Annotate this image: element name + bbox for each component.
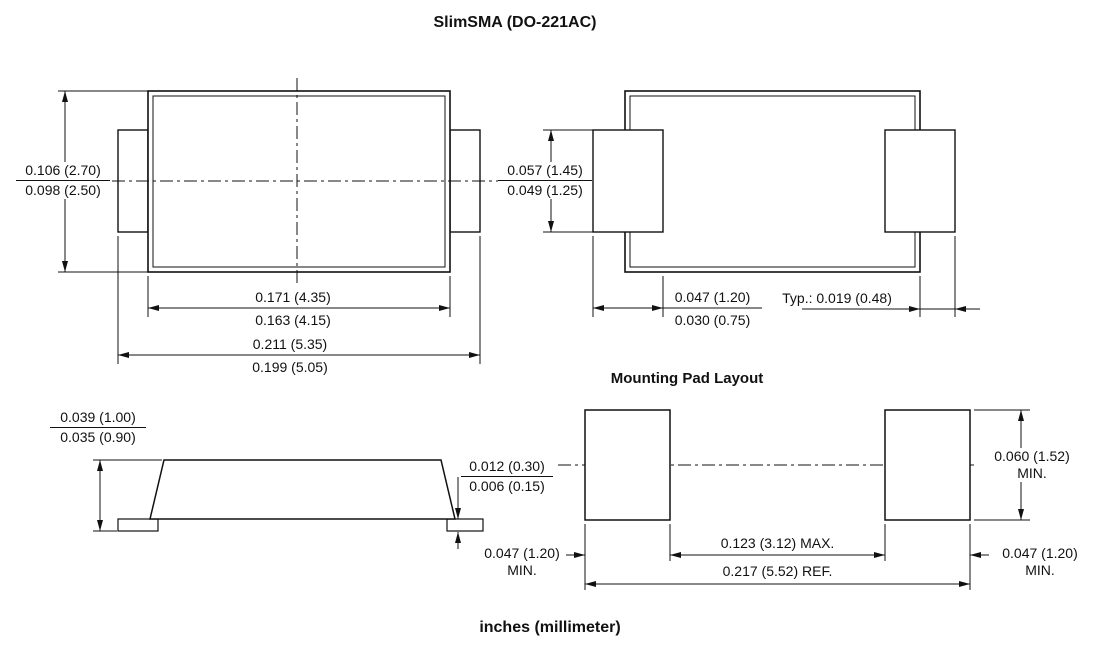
dim-pad-height: 0.057 (1.45) 0.049 (1.25): [498, 162, 592, 199]
dim-pad-layout-height-value: 0.060 (1.52): [994, 448, 1070, 464]
page-title: SlimSMA (DO-221AC): [433, 14, 597, 31]
terminal-view: [592, 90, 956, 273]
dim-pad-width-right-value: 0.047 (1.20): [1002, 545, 1078, 561]
dim-profile-height-max: 0.039 (1.00): [50, 409, 146, 428]
dim-profile-height-min: 0.035 (0.90): [60, 429, 136, 445]
dim-profile-height: 0.039 (1.00) 0.035 (0.90): [50, 409, 146, 446]
dim-pad-layout-height-qualifier: MIN.: [1017, 465, 1047, 481]
side-view: [117, 459, 484, 532]
top-view: [112, 78, 502, 286]
dim-body-edge-to-pad: Typ.: 0.019 (0.48): [782, 290, 892, 306]
units-caption: inches (millimeter): [479, 619, 621, 636]
dim-pad-outer-span: 0.217 (5.52) REF.: [722, 563, 833, 579]
dim-pad-height-max: 0.057 (1.45): [498, 162, 592, 181]
dim-pad-width-right: 0.047 (1.20) MIN.: [990, 545, 1090, 579]
dim-lead-thickness-min: 0.006 (0.15): [469, 478, 545, 494]
dim-terminal-width-min: 0.030 (0.75): [674, 312, 751, 328]
dim-body-width-max: 0.171 (4.35): [255, 289, 331, 305]
side-view-dimensions: [93, 459, 461, 549]
dim-pad-height-min: 0.049 (1.25): [507, 182, 583, 198]
dim-pad-width-left: 0.047 (1.20) MIN.: [478, 545, 566, 579]
dim-pad-inner-gap: 0.123 (3.12) MAX.: [720, 535, 835, 551]
dim-overall-width-max: 0.211 (5.35): [252, 336, 328, 352]
mounting-pad-layout: [558, 409, 974, 521]
dim-body-height: 0.106 (2.70) 0.098 (2.50): [16, 162, 110, 199]
dim-terminal-width-max: 0.047 (1.20): [674, 289, 751, 305]
dim-lead-thickness-max: 0.012 (0.30): [461, 458, 553, 477]
dim-body-width-min: 0.163 (4.15): [255, 312, 331, 328]
terminal-view-dimensions: [543, 129, 980, 317]
dim-pad-layout-height: 0.060 (1.52) MIN.: [976, 448, 1088, 482]
mounting-pad-heading: Mounting Pad Layout: [610, 370, 764, 387]
dim-overall-width-min: 0.199 (5.05): [252, 359, 328, 375]
mounting-pad-dimensions: [566, 409, 1030, 590]
dim-pad-width-left-value: 0.047 (1.20): [484, 545, 560, 561]
dim-body-height-max: 0.106 (2.70): [16, 162, 110, 181]
dim-lead-thickness: 0.012 (0.30) 0.006 (0.15): [461, 458, 553, 495]
dim-pad-width-right-qualifier: MIN.: [1025, 562, 1055, 578]
dim-body-height-min: 0.098 (2.50): [25, 182, 101, 198]
dim-pad-width-left-qualifier: MIN.: [507, 562, 537, 578]
